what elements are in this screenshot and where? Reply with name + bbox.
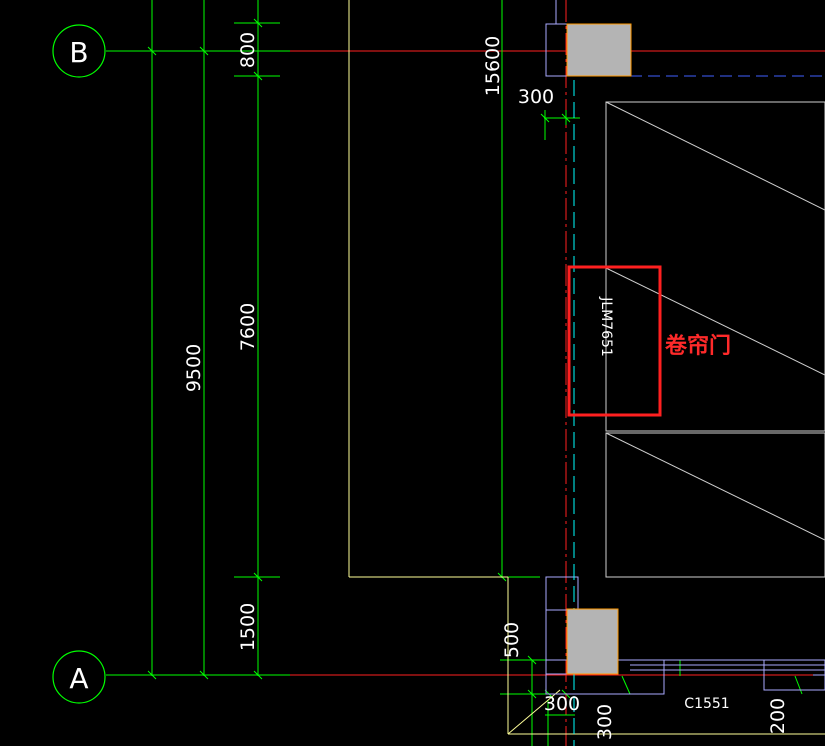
dimension-200: 200 [767, 698, 789, 734]
dimension-15600: 15600 [482, 36, 504, 96]
door-code-label: JLM7651 [598, 296, 614, 357]
dimension-1500: 1500 [237, 603, 259, 651]
dimension-500: 500 [501, 622, 523, 658]
door-highlight-box[interactable] [567, 265, 662, 417]
axis-bubble-b[interactable]: B [52, 24, 106, 78]
axis-bubble-a[interactable]: A [52, 650, 106, 704]
dimension-800: 800 [237, 32, 259, 68]
dimension-300-bottom: 300 [544, 693, 580, 715]
dimension-7600: 7600 [237, 303, 259, 351]
dimension-lines [106, 0, 803, 746]
dimension-300-bottom-vertical: 300 [594, 704, 616, 740]
column-bottom[interactable] [566, 608, 619, 675]
axis-label-b: B [69, 36, 88, 69]
grid-lines [106, 0, 825, 746]
dimension-9500: 9500 [183, 344, 205, 392]
wall-outline [348, 0, 825, 735]
rolling-door-annotation: 卷帘门 [664, 333, 731, 359]
axis-label-a: A [69, 662, 88, 695]
window-code-label: C1551 [684, 696, 729, 712]
column-top[interactable] [566, 23, 632, 77]
dimension-300-top: 300 [518, 86, 554, 108]
